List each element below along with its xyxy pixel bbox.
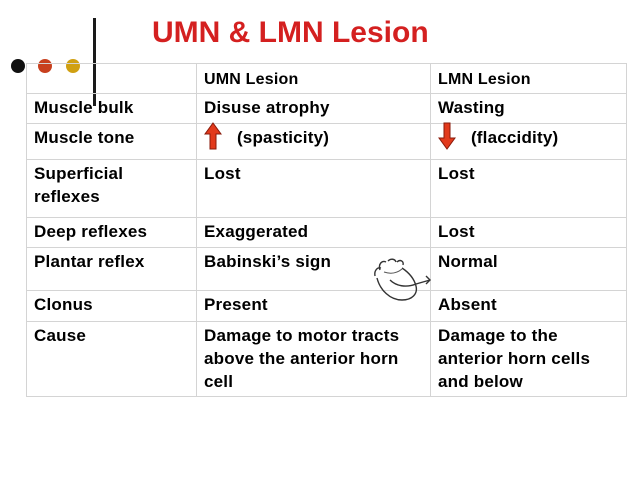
down-arrow-icon bbox=[438, 122, 456, 156]
lmn-cell: Absent bbox=[430, 290, 627, 322]
umn-cell: Damage to motor tracts above the anterio… bbox=[196, 321, 431, 397]
row-label: Deep reflexes bbox=[26, 217, 197, 248]
table-row: Deep reflexes Exaggerated Lost bbox=[26, 217, 627, 248]
row-label: Muscle tone bbox=[26, 123, 197, 160]
comparison-table: UMN Lesion LMN Lesion Muscle bulk Disuse… bbox=[26, 63, 627, 397]
umn-cell: Exaggerated bbox=[196, 217, 431, 248]
table-row: Muscle bulk Disuse atrophy Wasting bbox=[26, 93, 627, 124]
row-label: Cause bbox=[26, 321, 197, 397]
row-label: Plantar reflex bbox=[26, 247, 197, 291]
lmn-cell: Normal bbox=[430, 247, 627, 291]
row-label: Superficial reflexes bbox=[26, 159, 197, 218]
decorative-vertical-line bbox=[93, 18, 96, 106]
lmn-cell: Wasting bbox=[430, 93, 627, 124]
umn-cell: (spasticity) bbox=[196, 122, 431, 160]
umn-cell: Present bbox=[196, 290, 431, 322]
row-label: Clonus bbox=[26, 290, 197, 322]
lmn-cell: (flaccidity) bbox=[430, 122, 627, 160]
foot-icon bbox=[372, 256, 434, 311]
row-label: Muscle bulk bbox=[26, 93, 197, 124]
slide-title: UMN & LMN Lesion bbox=[152, 16, 429, 49]
lmn-tone-text: (flaccidity) bbox=[470, 128, 559, 147]
lmn-cell: Lost bbox=[430, 217, 627, 248]
table-row: Cause Damage to motor tracts above the a… bbox=[26, 321, 627, 397]
decorative-dot-black bbox=[11, 59, 25, 73]
table-row: Clonus Present Absent bbox=[26, 290, 627, 322]
table-row: Superficial reflexes Lost Lost bbox=[26, 159, 627, 218]
umn-cell: Lost bbox=[196, 159, 431, 218]
header-cell-umn: UMN Lesion bbox=[196, 63, 431, 94]
lmn-cell: Lost bbox=[430, 159, 627, 218]
table-header-row: UMN Lesion LMN Lesion bbox=[26, 63, 627, 94]
umn-tone-text: (spasticity) bbox=[236, 128, 330, 147]
header-cell-empty bbox=[26, 63, 197, 94]
umn-cell: Disuse atrophy bbox=[196, 93, 431, 124]
header-cell-lmn: LMN Lesion bbox=[430, 63, 627, 94]
table-row: Plantar reflex Babinski’s sign Normal bbox=[26, 247, 627, 291]
up-arrow-icon bbox=[204, 122, 222, 156]
lmn-cell: Damage to the anterior horn cells and be… bbox=[430, 321, 627, 397]
table-row: Muscle tone (spasticity) (flaccidity) bbox=[26, 122, 627, 160]
